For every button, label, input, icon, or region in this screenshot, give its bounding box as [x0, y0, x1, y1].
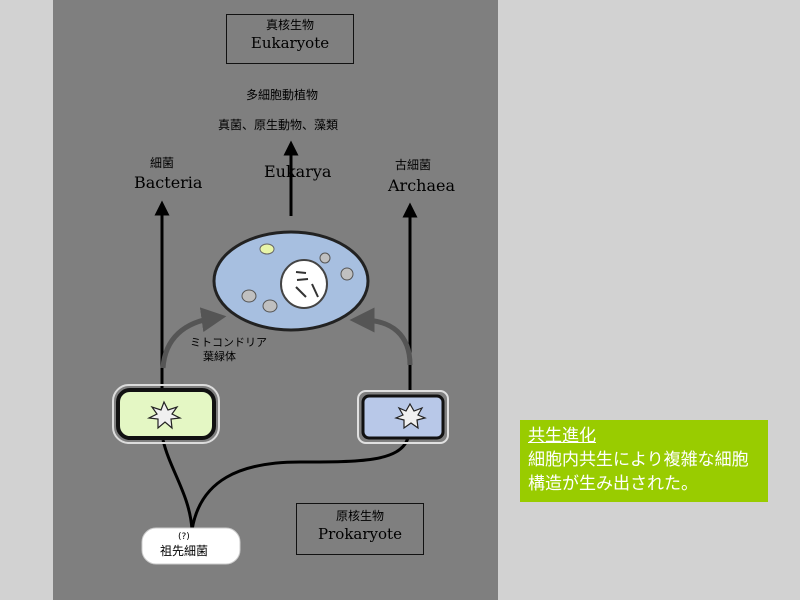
mitochondria-organelle	[262, 299, 278, 313]
multicellular-label: 多細胞動植物	[246, 88, 319, 102]
mitochondria-organelle	[319, 252, 331, 264]
nucleus	[280, 259, 328, 309]
chromosome	[311, 283, 319, 298]
eukarya-en-label: Eukarya	[264, 162, 332, 181]
bacteria-cell	[112, 384, 220, 444]
eukarya-cell	[212, 230, 370, 332]
eukaryote-box: 真核生物 Eukaryote	[226, 14, 354, 64]
dna-icon	[146, 400, 183, 430]
tree-branch-bacteria	[161, 439, 194, 531]
archaea-jp-label: 古細菌	[395, 158, 432, 172]
chromosome	[296, 278, 309, 281]
ancestor-cell	[141, 527, 241, 565]
bacteria-jp-label: 細菌	[150, 156, 175, 170]
dna-icon	[394, 402, 427, 430]
chromosome	[295, 271, 307, 274]
prokaryote-jp-label: 原核生物	[335, 509, 384, 523]
protists-label: 真菌、原生動物、藻類	[218, 118, 339, 132]
ancestor-question-label: (?)	[178, 532, 190, 542]
archaea-cell	[357, 390, 449, 444]
chloroplast-organelle	[259, 243, 275, 255]
bacteria-en-label: Bacteria	[134, 173, 203, 192]
eukaryote-en-label: Eukaryote	[250, 34, 330, 52]
prokaryote-en-label: Prokaryote	[318, 525, 402, 543]
note-title: 共生進化	[528, 426, 596, 446]
chromosome	[295, 286, 307, 298]
mitochondria-label: ミトコンドリア	[190, 336, 267, 349]
archaea-symbiosis-arrow	[349, 307, 413, 366]
note-body: 細胞内共生により複雑な細胞構造が生み出された。	[528, 450, 749, 494]
ancestor-label: 祖先細菌	[160, 544, 209, 558]
mitochondria-organelle	[340, 267, 354, 281]
symbiosis-note: 共生進化 細胞内共生により複雑な細胞構造が生み出された。	[520, 420, 768, 502]
mitochondria-symbiosis-arrow	[160, 307, 227, 369]
tree-branch-archaea	[190, 437, 410, 531]
eukaryote-jp-label: 真核生物	[265, 18, 314, 32]
prokaryote-box: 原核生物 Prokaryote	[296, 503, 424, 555]
mitochondria-organelle	[241, 289, 257, 303]
chloroplast-label: 葉緑体	[203, 350, 236, 363]
archaea-en-label: Archaea	[388, 176, 456, 195]
